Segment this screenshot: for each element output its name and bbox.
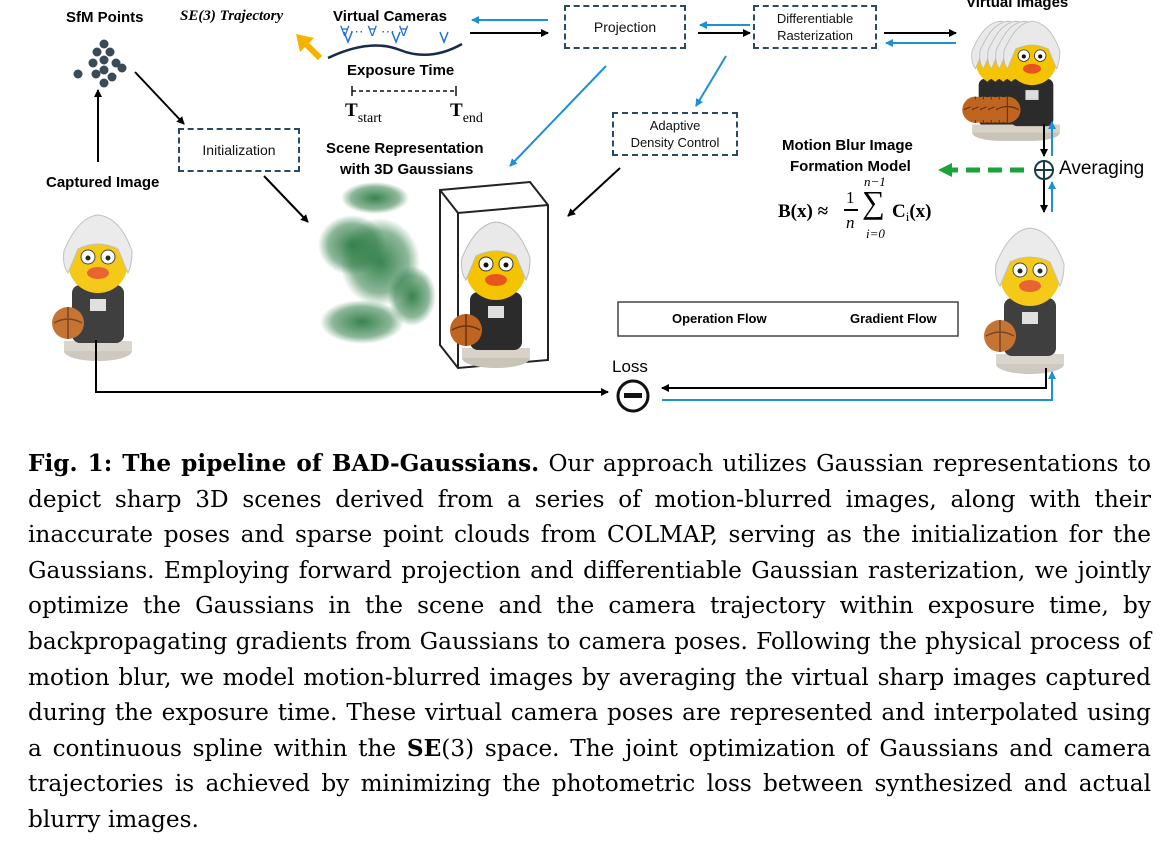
- virtual-cameras-label: Virtual Cameras: [333, 8, 447, 25]
- virtual-camera-glyphs: ∀⋯ ∀ ⋯ ∀: [340, 23, 409, 39]
- initialization-box: Initialization: [178, 128, 300, 172]
- t-end-label: Tend: [450, 100, 483, 126]
- legend-box: [617, 301, 959, 337]
- synthesized-blurry-image: [983, 227, 1065, 375]
- scene-representation-label-2: with 3D Gaussians: [340, 161, 474, 178]
- trajectory-label: SE(3) Trajectory: [180, 8, 284, 24]
- virtual-images-label: Virtual Images: [966, 0, 1069, 11]
- averaging-label: Averaging: [1059, 158, 1145, 179]
- trajectory-curve: [327, 42, 463, 60]
- formula-sum-bottom: i=0: [866, 226, 885, 241]
- sfm-points-label: SfM Points: [66, 9, 144, 26]
- loss-label: Loss: [612, 357, 648, 376]
- formula-sum-top: n−1: [864, 174, 886, 189]
- caption-text-2: space. The joint optimization of Gaussia…: [28, 734, 1151, 833]
- formula-frac-den: n: [846, 213, 855, 232]
- gaussian-scene: [318, 182, 436, 344]
- formula-term: Ci(x): [892, 201, 932, 224]
- motion-blur-model-label-1: Motion Blur Image: [782, 137, 913, 154]
- pipeline-diagram: [51, 16, 1065, 413]
- loss-symbol: [616, 379, 650, 413]
- formula-sum-symbol: ∑: [862, 184, 885, 220]
- scene-representation-label-1: Scene Representation: [326, 140, 484, 157]
- sfm-point-cloud: [73, 39, 127, 88]
- projection-box: Projection: [564, 5, 686, 49]
- figure-caption: Fig. 1: The pipeline of BAD-Gaussians. O…: [28, 446, 1151, 838]
- caption-label: Fig. 1: The pipeline of BAD-Gaussians.: [28, 450, 540, 477]
- legend-operation-flow: Operation Flow: [672, 311, 767, 326]
- motion-blur-model-label-2: Formation Model: [790, 158, 911, 175]
- averaging-symbol: [1034, 160, 1054, 180]
- caption-text-1: Our approach utilizes Gaussian represent…: [28, 450, 1152, 762]
- formula-frac-num: 1: [846, 188, 855, 207]
- caption-se3: SE: [406, 734, 442, 762]
- legend-gradient-flow: Gradient Flow: [850, 311, 937, 326]
- virtual-images-stack: [961, 20, 1061, 142]
- caption-se3-arg: (3): [441, 734, 475, 762]
- virtual-camera-marks: [343, 31, 449, 45]
- t-start-label: Tstart: [345, 100, 382, 126]
- scene-object: [449, 221, 531, 369]
- formula-lhs: B(x) ≈: [778, 201, 829, 222]
- trajectory-arrow: [296, 34, 314, 52]
- captured-image: [51, 214, 133, 362]
- pipeline-figure: SfM Points SE(3) Trajectory Virtual Came…: [46, 0, 1145, 413]
- formula-frac-line: [844, 209, 858, 211]
- captured-image-label: Captured Image: [46, 174, 160, 191]
- exposure-time-label: Exposure Time: [347, 62, 455, 79]
